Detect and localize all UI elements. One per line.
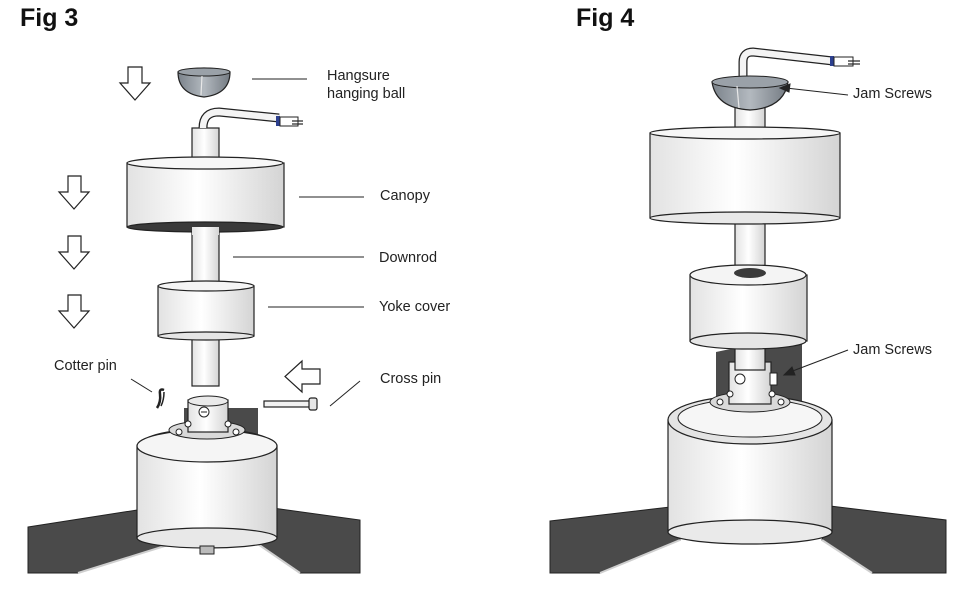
fig4-hanging-ball	[711, 75, 789, 111]
downrod-label: Downrod	[379, 250, 438, 266]
cross-pin-label: Cross pin	[380, 371, 442, 387]
hanging-ball-label: Hangsure hanging ball	[327, 67, 405, 103]
fig3-cotter-pin	[155, 388, 165, 409]
hanging-ball-label-line1: Hangsure	[327, 68, 390, 84]
fig3-diagram	[27, 66, 364, 574]
fig3-cross-pin	[263, 397, 318, 411]
hanging-ball-label-line2: hanging ball	[327, 86, 406, 102]
fig3-yoke-cover	[157, 280, 255, 341]
fig3-down-arrow-3	[57, 235, 91, 270]
fig4-diagram	[549, 47, 947, 574]
yoke-cover-label: Yoke cover	[379, 299, 451, 315]
fig4-wire	[738, 47, 860, 82]
fig4-canopy	[649, 126, 841, 225]
fig4-blades	[549, 505, 947, 574]
fig3-canopy	[126, 156, 285, 235]
fig3-down-arrow-4	[57, 294, 91, 329]
fig4-yoke-cover	[689, 264, 808, 350]
jam-screws-top-label: Jam Screws	[853, 86, 932, 102]
fig3-down-arrow-2	[57, 175, 91, 210]
fig4-leader-arrows	[778, 83, 849, 376]
fig4-motor-housing	[667, 395, 833, 545]
canopy-label: Canopy	[380, 188, 430, 204]
fig3-down-arrow-1	[118, 66, 152, 101]
fig3-left-arrow	[284, 359, 321, 394]
fig4-title: Fig 4	[576, 4, 635, 32]
cotter-pin-label: Cotter pin	[54, 358, 117, 374]
fig3-leader-lines	[130, 78, 364, 407]
fig3-mounting-bracket	[168, 395, 246, 440]
jam-screws-bottom-label: Jam Screws	[853, 342, 932, 358]
fig3-hanging-ball	[177, 67, 231, 98]
fig3-title: Fig 3	[20, 4, 79, 32]
fig3-downrod	[191, 107, 303, 387]
fig3-motor-housing	[136, 428, 278, 555]
